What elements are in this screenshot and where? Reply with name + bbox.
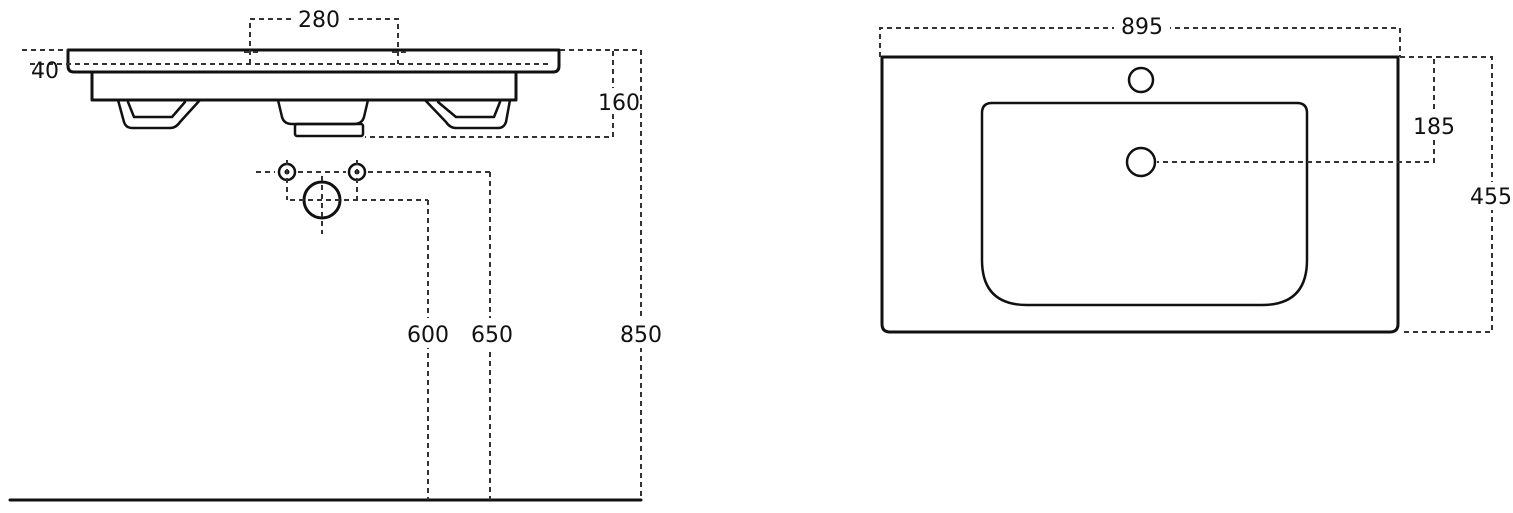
dim-600-label: 600 bbox=[407, 323, 449, 348]
basin-right-foot bbox=[423, 98, 512, 130]
basin-right-foot-inner bbox=[436, 100, 502, 119]
front-elevation: 280 40 160 850 bbox=[8, 5, 664, 502]
tap-hole bbox=[1127, 66, 1155, 94]
basin-waste-outlet bbox=[276, 98, 370, 126]
dim-160-label: 160 bbox=[598, 91, 640, 116]
drain-hole bbox=[1125, 146, 1157, 178]
dim-185-label: 185 bbox=[1413, 115, 1455, 140]
dim-280-label: 280 bbox=[298, 8, 340, 33]
basin-left-foot bbox=[116, 98, 202, 130]
basin-body bbox=[90, 70, 518, 102]
waste-trap bbox=[293, 122, 365, 138]
dim-850-label: 850 bbox=[620, 323, 662, 348]
basin-left-foot-inner bbox=[126, 100, 187, 119]
basin-countertop bbox=[66, 48, 561, 74]
countertop-outline bbox=[880, 55, 1400, 334]
dim-40-label: 40 bbox=[31, 59, 59, 84]
dim-895-label: 895 bbox=[1121, 15, 1163, 40]
dim-455-label: 455 bbox=[1470, 185, 1512, 210]
dim-850-line bbox=[560, 49, 642, 500]
basin-bowl bbox=[980, 101, 1309, 307]
dim-650-label: 650 bbox=[471, 323, 513, 348]
dim-160-line bbox=[365, 49, 614, 138]
plan-view: 895 185 455 bbox=[879, 12, 1513, 334]
dim-185-line bbox=[1157, 56, 1435, 163]
